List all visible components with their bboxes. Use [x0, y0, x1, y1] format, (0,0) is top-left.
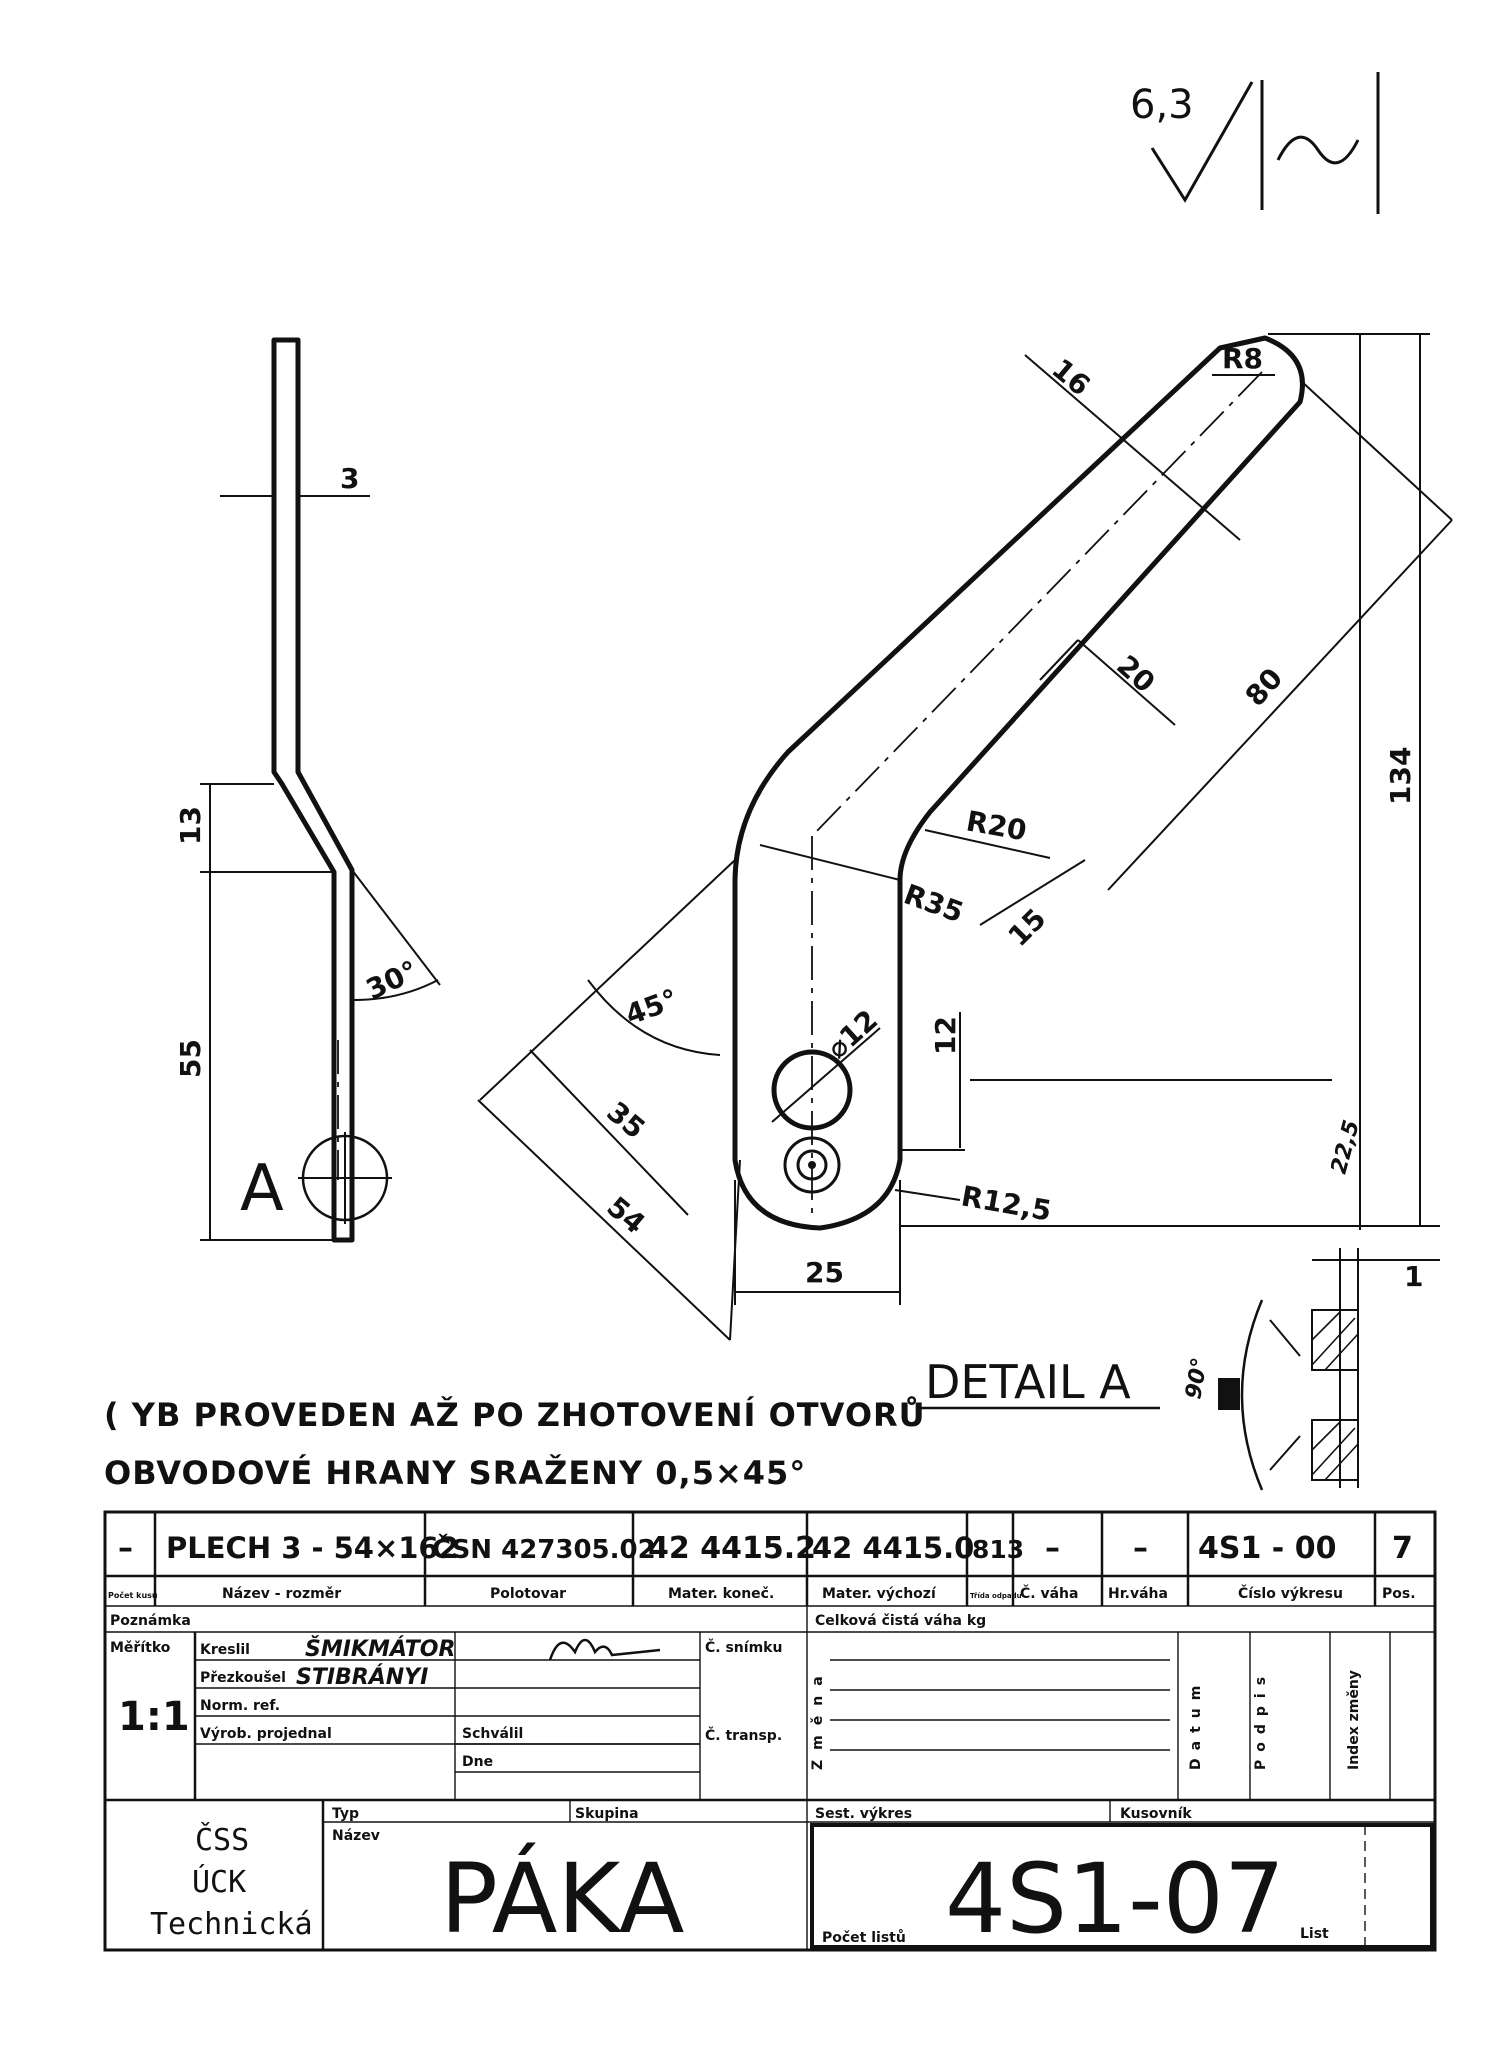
tb-type-label: Typ — [332, 1806, 359, 1822]
tb-count: – — [118, 1531, 133, 1566]
tb-part-number: 4S1-07 — [945, 1843, 1285, 1955]
tb-net-weight-label: Celková čistá váha kg — [815, 1613, 986, 1629]
tb-drawing-no: 4S1 - 00 — [1198, 1531, 1336, 1566]
tb-h-gross: Hr.váha — [1108, 1586, 1168, 1602]
dim-r12-5: R12,5 — [959, 1179, 1054, 1227]
tb-sheets-label: Počet listů — [822, 1929, 906, 1946]
tb-checked-label: Přezkoušel — [200, 1670, 286, 1686]
tb-h-semi: Polotovar — [490, 1586, 566, 1602]
dim-25: 25 — [805, 1256, 844, 1289]
dim-angle-45: 45° — [621, 982, 682, 1031]
dim-16: 16 — [1046, 352, 1097, 402]
tb-company-1: ČSS — [195, 1821, 249, 1858]
dim-15: 15 — [1002, 902, 1053, 953]
dim-r35: R35 — [900, 878, 968, 930]
detail-label: DETAIL A — [925, 1355, 1131, 1409]
tb-semi: ČSN 427305.02 — [432, 1533, 656, 1565]
tb-drawn-by: ŠMIKMÁTOR — [305, 1636, 455, 1662]
tb-company-3: Technická — [150, 1907, 313, 1942]
tb-weight: – — [1045, 1531, 1060, 1566]
tb-h-class: Třída odpadu — [970, 1592, 1022, 1600]
dim-1: 1 — [1404, 1260, 1423, 1293]
tb-pos: 7 — [1392, 1531, 1413, 1566]
dim-angle-90: 90° — [1181, 1356, 1213, 1401]
dim-35: 35 — [601, 1095, 652, 1145]
tb-class: 813 — [972, 1535, 1024, 1564]
tb-checked-by: STIBRÁNYI — [296, 1664, 428, 1690]
dim-angle-30: 30° — [361, 954, 423, 1006]
tb-scale-label: Měřítko — [110, 1640, 171, 1656]
tb-sign-label: Podpis — [1253, 1669, 1269, 1770]
title-block: – PLECH 3 - 54×162 ČSN 427305.02 42 4415… — [103, 1510, 1437, 1955]
dim-55: 55 — [174, 1039, 207, 1078]
view-label-a: A — [240, 1152, 284, 1226]
hole-12 — [771, 1049, 853, 1131]
tb-name-label: Název — [332, 1828, 380, 1844]
dim-12: 12 — [929, 1016, 962, 1055]
dim-80: 80 — [1239, 662, 1290, 713]
tb-note-label: Poznámka — [110, 1613, 191, 1629]
tb-h-count: Počet kusů — [108, 1590, 158, 1600]
note-line-1: ( YB PROVEDEN AŽ PO ZHOTOVENÍ OTVORŮ — [104, 1395, 926, 1434]
signature — [548, 1638, 661, 1661]
tb-gross: – — [1133, 1531, 1148, 1566]
dim-134: 134 — [1384, 747, 1417, 805]
dim-thickness: 3 — [340, 462, 359, 495]
note-line-2: OBVODOVÉ HRANY SRAŽENY 0,5×45° — [104, 1454, 806, 1492]
tb-h-mat-final: Mater. koneč. — [668, 1586, 774, 1602]
tb-index-label: Index změny — [1346, 1670, 1362, 1770]
tb-parts-list-label: Kusovník — [1120, 1806, 1192, 1822]
tb-norm-label: Norm. ref. — [200, 1698, 280, 1714]
tb-part-name: PÁKA — [440, 1842, 684, 1955]
dim-r8: R8 — [1222, 342, 1263, 375]
tb-change-label: Změna — [810, 1666, 826, 1770]
tb-h-pos: Pos. — [1382, 1586, 1416, 1602]
tb-transp-label: Č. transp. — [705, 1726, 782, 1744]
tb-date-label: Dne — [462, 1754, 493, 1770]
tb-h-weight: Č. váha — [1020, 1584, 1078, 1602]
tb-scale: 1:1 — [118, 1694, 190, 1740]
tb-company-2: ÚCK — [192, 1863, 246, 1900]
dim-20: 20 — [1110, 649, 1161, 700]
tb-datum-label: Datum — [1188, 1678, 1204, 1770]
tb-approved-label: Schválil — [462, 1726, 523, 1742]
tb-name: PLECH 3 - 54×162 — [166, 1531, 459, 1565]
detail-a: 1 90° DETAIL A — [920, 1248, 1440, 1491]
dim-54: 54 — [601, 1190, 652, 1240]
tb-h-mat-init: Mater. výchozí — [822, 1586, 937, 1602]
dim-13: 13 — [174, 806, 207, 845]
tb-prod-label: Výrob. projednal — [200, 1726, 332, 1742]
side-view: 3 13 55 30° A — [174, 337, 441, 1243]
lever-main-view: 16 R8 134 80 20 12 R20 R35 15 45° ⌀ — [477, 333, 1453, 1341]
roughness-symbol: 6,3 — [1130, 72, 1380, 214]
tb-sheet-label: List — [1300, 1926, 1329, 1942]
tb-assembly-label: Sest. výkres — [815, 1806, 912, 1822]
tb-h-name: Název - rozměr — [222, 1586, 341, 1602]
tb-drawn-label: Kreslil — [200, 1642, 250, 1658]
roughness-value: 6,3 — [1130, 82, 1194, 128]
tb-group-label: Skupina — [575, 1806, 639, 1822]
tb-mat-init: 42 4415.0 — [812, 1531, 974, 1565]
tb-photo-label: Č. snímku — [705, 1638, 782, 1656]
tb-h-drawing-no: Číslo výkresu — [1238, 1584, 1343, 1602]
tb-mat-final: 42 4415.2 — [648, 1531, 816, 1566]
